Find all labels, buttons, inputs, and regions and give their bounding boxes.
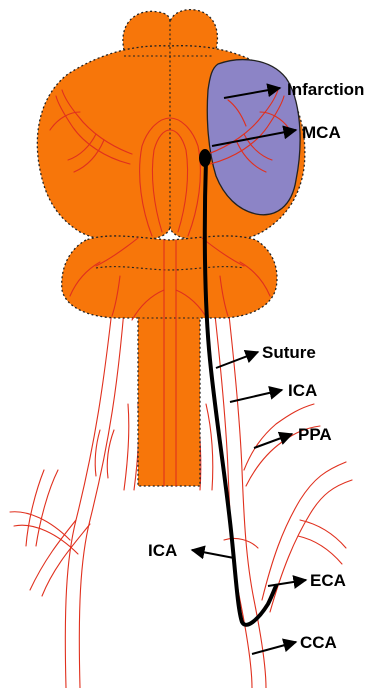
ica-upper-label: ICA	[288, 381, 317, 400]
suture-arrow	[216, 352, 258, 368]
infarction-label: Infarction	[287, 80, 364, 99]
suture-tip	[199, 149, 211, 167]
mca-label: MCA	[302, 123, 341, 142]
hindbrain	[62, 236, 277, 486]
cca-arrow	[252, 642, 296, 654]
ica-lower-label: ICA	[148, 541, 177, 560]
cca-label: CCA	[300, 633, 337, 652]
ica-lower-arrow	[192, 550, 234, 558]
eca-arrow	[268, 580, 306, 586]
eca-label: ECA	[310, 571, 346, 590]
ica-upper-arrow	[230, 390, 282, 402]
suture-label: Suture	[262, 343, 316, 362]
ppa-label: PPA	[298, 425, 332, 444]
